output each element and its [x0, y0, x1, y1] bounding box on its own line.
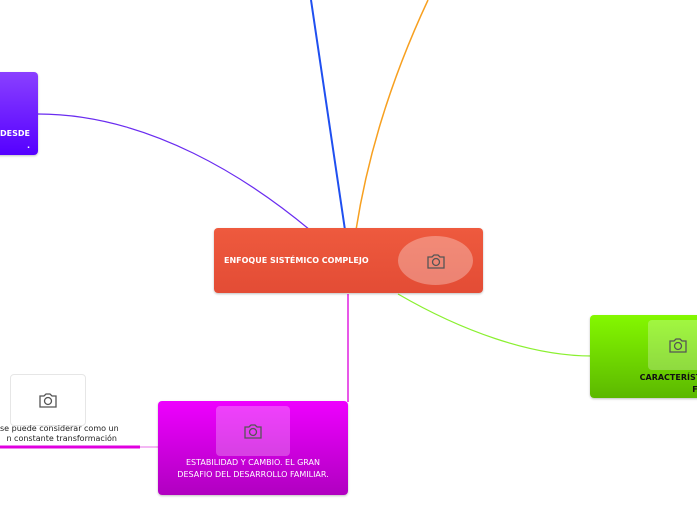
node-magenta-label: ESTABILIDAD Y CAMBIO. EL GRAN DESAFIO DE… [177, 458, 329, 479]
connector-orange [355, 0, 429, 231]
node-purple-label: DESDE . [0, 129, 30, 150]
node-green[interactable]: CARACTERÍSTICAS FAMILI [590, 315, 697, 398]
camera-icon[interactable] [216, 406, 290, 456]
subtopic-label: se puede considerar como un n constante … [0, 424, 119, 443]
camera-icon [39, 393, 57, 408]
node-green-label: CARACTERÍSTICAS FAMILI [639, 373, 697, 394]
connector-blue [310, 0, 346, 231]
subtopic-image[interactable] [10, 374, 86, 426]
node-purple[interactable]: DESDE . [0, 72, 38, 155]
node-magenta[interactable]: ESTABILIDAD Y CAMBIO. EL GRAN DESAFIO DE… [158, 401, 348, 495]
connector-purple [37, 113, 311, 231]
central-topic[interactable]: ENFOQUE SISTÉMICO COMPLEJO [214, 228, 483, 293]
camera-icon[interactable] [398, 236, 473, 285]
connector-green [397, 293, 593, 357]
central-topic-label: ENFOQUE SISTÉMICO COMPLEJO [224, 256, 369, 265]
camera-icon[interactable] [648, 320, 697, 370]
